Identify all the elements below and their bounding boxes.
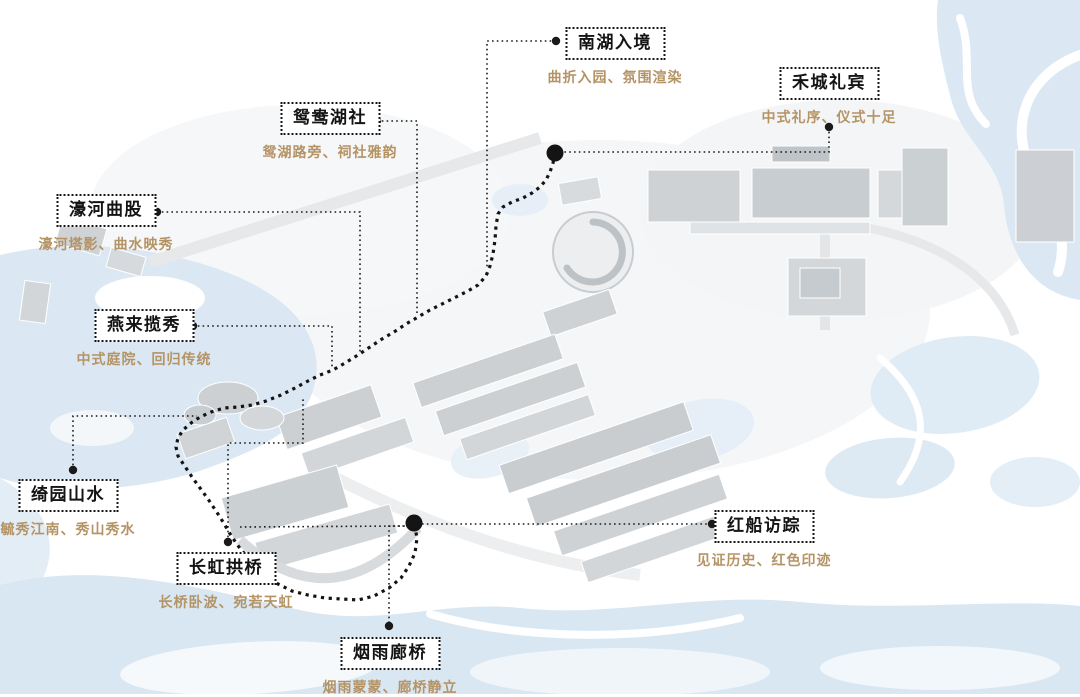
poi-subtitle: 毓秀江南、秀山秀水 [0, 522, 136, 539]
poi-qiyuan-shanshui: 绮园山水 毓秀江南、秀山秀水 [1, 479, 136, 539]
poi-hecheng-libin: 禾城礼宾 中式礼序、仪式十足 [762, 67, 897, 127]
poi-title: 南湖入境 [578, 33, 652, 53]
label-dot-yanyu-langqiao [384, 621, 394, 631]
route-start-dot [546, 144, 564, 162]
poi-yanlai-lanxiu: 燕来揽秀 中式庭院、回归传统 [77, 309, 212, 369]
poi-title: 绮园山水 [31, 485, 105, 505]
poi-subtitle: 中式礼序、仪式十足 [761, 110, 897, 127]
label-connectors [72, 40, 830, 626]
poi-box-haohe-qugu: 濠河曲股 [56, 194, 156, 228]
connector-changhong-gongqiao [227, 398, 304, 542]
poi-box-hongchuan-fangzong: 红船访踪 [714, 510, 814, 544]
poi-title: 燕来揽秀 [107, 315, 181, 335]
connector-yuanyang-hushe [377, 120, 418, 314]
poi-subtitle: 见证历史、红色印迹 [696, 553, 832, 570]
poi-subtitle: 中式庭院、回归传统 [76, 352, 212, 369]
poi-title: 鸳鸯湖社 [293, 108, 367, 128]
poi-haohe-qugu: 濠河曲股 濠河塔影、曲水映秀 [39, 194, 174, 254]
poi-title: 濠河曲股 [69, 200, 143, 220]
poi-yanyu-langqiao: 烟雨廊桥 烟雨蒙蒙、廊桥静立 [323, 637, 458, 697]
poi-box-qiyuan-shanshui: 绮园山水 [18, 479, 118, 513]
poi-box-nanhu-rujing: 南湖入境 [565, 27, 665, 61]
poi-subtitle: 烟雨蒙蒙、廊桥静立 [322, 680, 458, 697]
label-dot-changhong-gongqiao [223, 537, 233, 547]
poi-subtitle: 长桥卧波、宛若天虹 [158, 595, 294, 612]
poi-title: 禾城礼宾 [792, 73, 866, 93]
poi-box-yanyu-langqiao: 烟雨廊桥 [340, 637, 440, 671]
label-dot-nanhu-rujing [551, 36, 561, 46]
poi-title: 红船访踪 [727, 516, 801, 536]
poi-title: 烟雨廊桥 [353, 643, 427, 663]
poi-changhong-gongqiao: 长虹拱桥 长桥卧波、宛若天虹 [159, 552, 294, 612]
route-stop-dot [405, 514, 423, 532]
route-nodes [405, 144, 564, 532]
poi-subtitle: 濠河塔影、曲水映秀 [38, 237, 174, 254]
poi-subtitle: 鸳湖路旁、祠社雅韵 [262, 145, 398, 162]
connector-qiyuan-shanshui [72, 415, 197, 470]
poi-hongchuan-fangzong: 红船访踪 见证历史、红色印迹 [697, 510, 832, 570]
poi-box-changhong-gongqiao: 长虹拱桥 [176, 552, 276, 586]
poi-box-yanlai-lanxiu: 燕来揽秀 [94, 309, 194, 343]
poi-box-hecheng-libin: 禾城礼宾 [779, 67, 879, 101]
poi-box-yuanyang-hushe: 鸳鸯湖社 [280, 102, 380, 136]
poi-nanhu-rujing: 南湖入境 曲折入园、氛围渲染 [548, 27, 683, 87]
connector-hecheng-libin [563, 127, 830, 153]
poi-yuanyang-hushe: 鸳鸯湖社 鸳湖路旁、祠社雅韵 [263, 102, 398, 162]
label-dot-hecheng-libin [824, 122, 834, 132]
tour-route-path [174, 152, 557, 602]
connector-haohe-qugu [157, 211, 361, 353]
poi-title: 长虹拱桥 [189, 558, 263, 578]
map-buildings [18, 145, 1075, 584]
connector-yanyu-langqiao [239, 525, 407, 626]
label-dot-qiyuan-shanshui [68, 465, 78, 475]
poi-subtitle: 曲折入园、氛围渲染 [547, 70, 683, 87]
